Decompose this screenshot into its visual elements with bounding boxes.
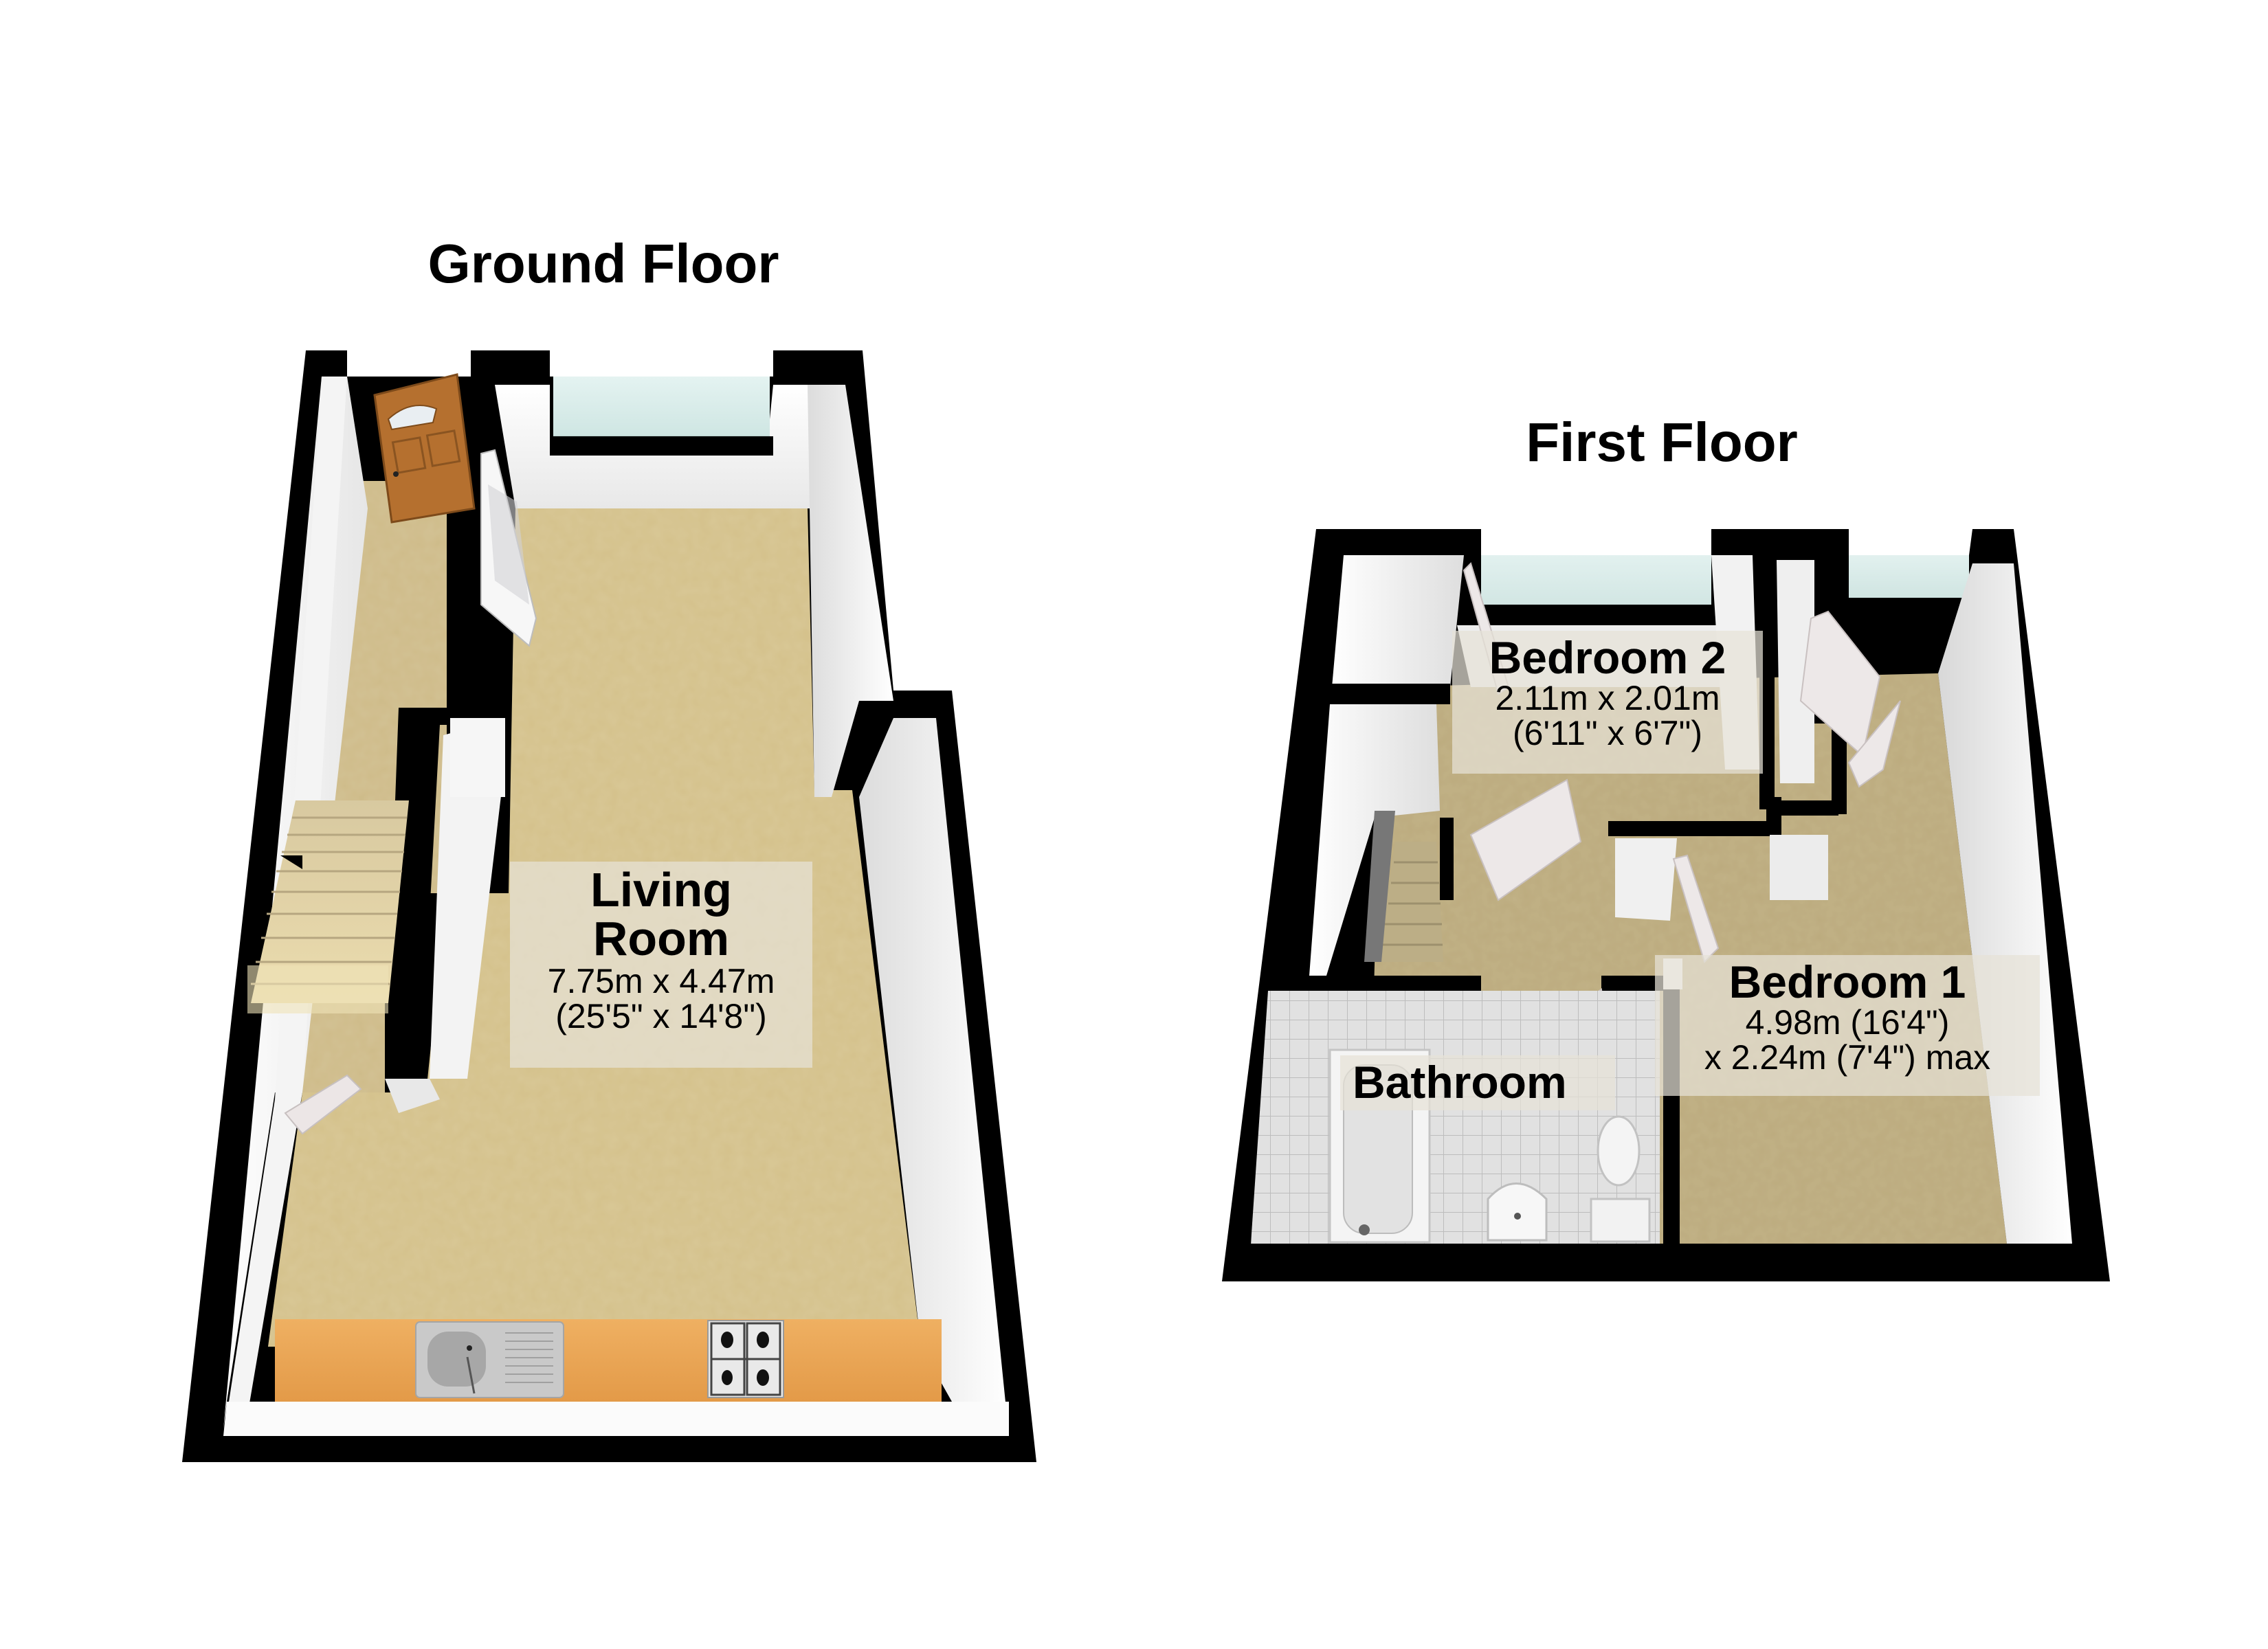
wardrobe-door-1 bbox=[1799, 610, 1881, 757]
living-room-dimensions-imperial: (25'5" x 14'8") bbox=[555, 996, 767, 1035]
living-room-door bbox=[480, 449, 537, 647]
basin bbox=[1487, 1182, 1548, 1242]
bedroom-1-dimensions-line1: 4.98m (16'4") bbox=[1745, 1003, 1950, 1042]
bedroom-1-dimensions-line2: x 2.24m (7'4") max bbox=[1704, 1038, 1991, 1077]
bedroom-2-dimensions-imperial: (6'11" x 6'7") bbox=[1512, 714, 1702, 753]
ground-staircase bbox=[247, 800, 409, 1013]
living-room-name-line2: Room bbox=[592, 912, 730, 966]
kitchen-hob bbox=[707, 1320, 784, 1398]
hallway-partition-wall bbox=[385, 546, 505, 1113]
living-room-name-line1: Living bbox=[590, 863, 733, 917]
bedroom-1-door bbox=[1672, 854, 1720, 963]
first-staircase bbox=[1364, 811, 1443, 962]
toilet bbox=[1590, 1115, 1651, 1243]
bedroom-1-label: Bedroom 1 4.98m (16'4") x 2.24m (7'4") m… bbox=[1655, 955, 2040, 1096]
bedroom-1-name: Bedroom 1 bbox=[1728, 956, 1966, 1007]
bedroom-2-name: Bedroom 2 bbox=[1489, 632, 1726, 683]
kitchen-worktop bbox=[275, 1319, 942, 1402]
living-room-window bbox=[553, 377, 770, 445]
ground-wall-faces bbox=[223, 377, 1009, 1436]
wardrobe-door-2 bbox=[1847, 700, 1901, 788]
bathroom-label: Bathroom bbox=[1340, 1055, 1615, 1110]
living-room-dimensions-metric: 7.75m x 4.47m bbox=[547, 961, 775, 1000]
first-floor-title: First Floor bbox=[1526, 412, 1798, 473]
bedroom-2-door bbox=[1469, 778, 1582, 901]
kitchen-sink bbox=[415, 1321, 564, 1398]
ground-floor-title: Ground Floor bbox=[427, 233, 779, 294]
bedroom-2-dimensions-metric: 2.11m x 2.01m bbox=[1495, 679, 1720, 718]
bathroom-name: Bathroom bbox=[1353, 1057, 1567, 1108]
front-door bbox=[373, 373, 476, 524]
under-stairs-door bbox=[284, 1074, 362, 1135]
bedroom-2-label: Bedroom 2 2.11m x 2.01m (6'11" x 6'7") bbox=[1452, 631, 1763, 774]
living-room-label: Living Room 7.75m x 4.47m (25'5" x 14'8"… bbox=[510, 862, 812, 1068]
bathroom-area bbox=[1251, 983, 1680, 1244]
